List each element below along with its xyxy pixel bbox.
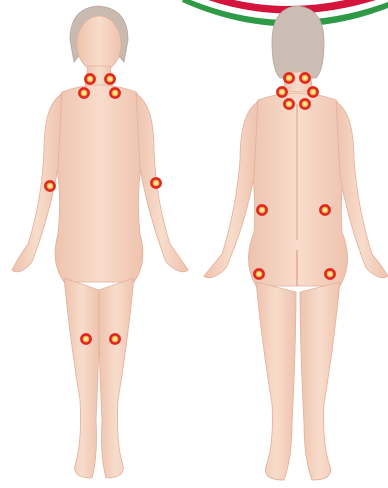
back-torso xyxy=(248,93,347,286)
back-hair xyxy=(272,6,324,78)
front-head xyxy=(77,16,121,72)
front-leg-right xyxy=(99,278,134,478)
back-leg-left xyxy=(256,282,296,480)
back-view-figure xyxy=(204,6,388,480)
front-torso xyxy=(54,85,144,282)
front-view-figure xyxy=(12,6,188,478)
back-leg-right xyxy=(300,282,340,480)
front-arm-right xyxy=(136,94,188,272)
front-leg-left xyxy=(64,278,99,478)
